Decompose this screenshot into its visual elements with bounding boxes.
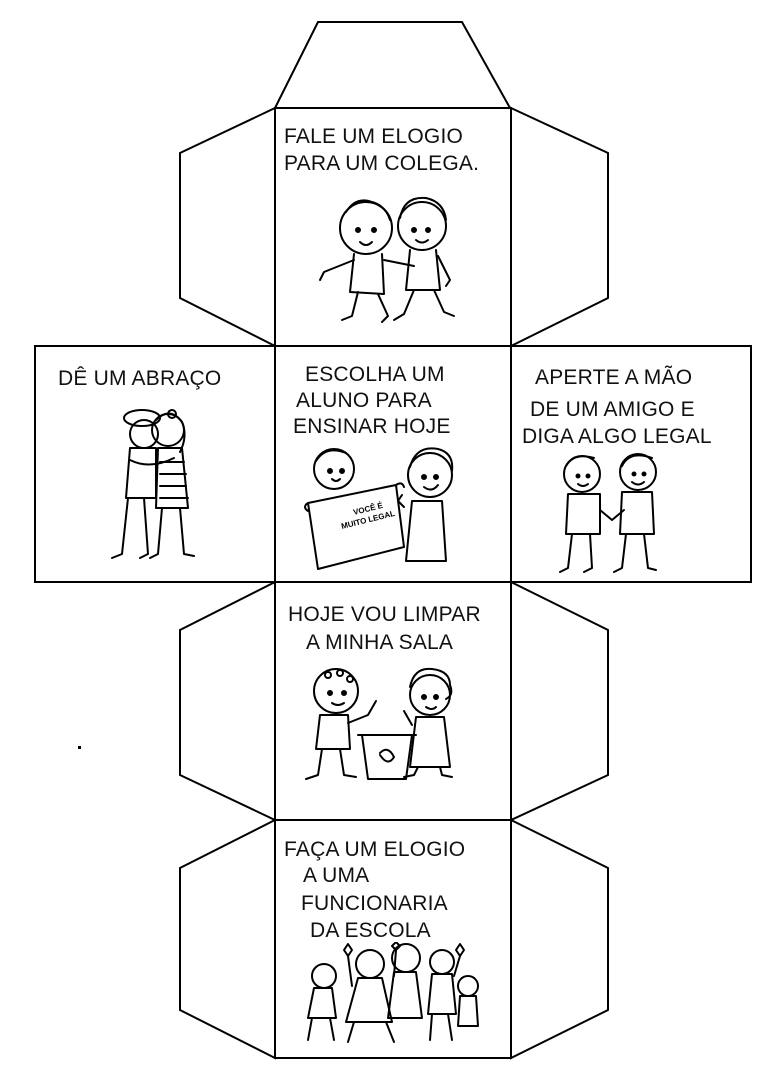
two-boys-handshake-illustration [559, 453, 657, 573]
two-kids-walking-illustration [319, 196, 455, 323]
group-with-flowers-illustration [307, 942, 479, 1043]
face-left-line-1: DÊ UM ABRAÇO [58, 367, 222, 390]
face-bottom-line-3: FUNCIONARIA [301, 892, 448, 915]
side-flap-left-4 [179, 818, 276, 1060]
face-center-line-1: ESCOLHA UM [305, 363, 445, 386]
side-flap-right-1 [510, 106, 609, 348]
kids-recycling-illustration [305, 667, 453, 780]
top-flap [273, 21, 512, 109]
face-lower-line-1: HOJE VOU LIMPAR [288, 603, 481, 626]
face-bottom-line-4: DA ESCOLA [310, 919, 431, 942]
side-flap-left-3 [179, 580, 276, 822]
stray-dot [78, 746, 81, 749]
side-flap-left-1 [179, 106, 276, 348]
face-right-line-2: DE UM AMIGO E [530, 398, 695, 421]
two-girls-hugging-illustration [111, 409, 195, 559]
side-flap-right-4 [510, 818, 609, 1060]
face-top-line-2: PARA UM COLEGA. [284, 152, 480, 175]
side-flap-right-3 [510, 580, 609, 822]
face-bottom-line-1: FAÇA UM ELOGIO [284, 838, 466, 861]
face-center-line-3: ENSINAR HOJE [293, 415, 451, 438]
face-bottom-line-2: A UMA [303, 864, 370, 887]
boy-holding-sign-illustration: VOCÊ É MUITO LEGAL [304, 447, 454, 570]
face-right-box [510, 345, 752, 583]
face-right-line-3: DIGA ALGO LEGAL [522, 425, 712, 448]
face-right-line-1: APERTE A MÃO [535, 366, 693, 389]
face-lower-line-2: A MINHA SALA [306, 631, 454, 654]
face-center-line-2: ALUNO PARA [296, 389, 432, 412]
face-top-line-1: FALE UM ELOGIO [284, 125, 464, 148]
